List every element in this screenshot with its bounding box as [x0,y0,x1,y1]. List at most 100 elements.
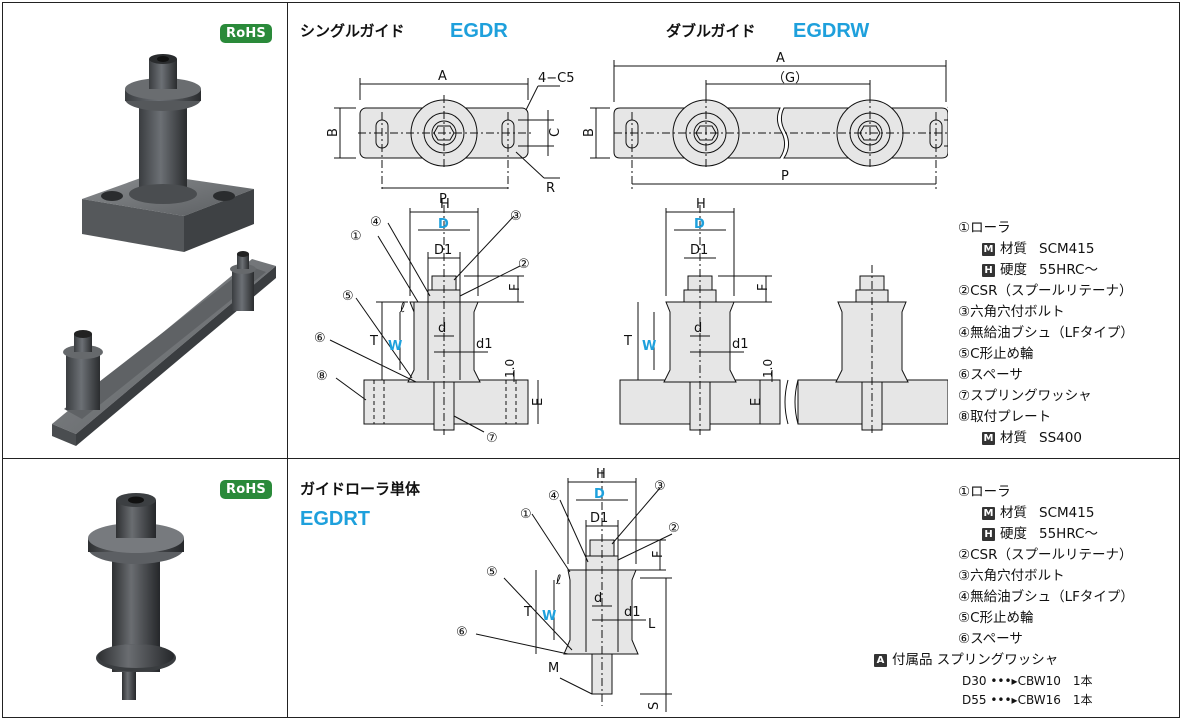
callout-3-bottom: ③ [654,479,666,494]
hardness-icon: H [982,264,995,277]
spec-item-2: ②CSR（スプールリテーナ） [958,547,1133,563]
spec-item-1: ①ローラ [958,484,1011,500]
spec-hardness-row: H 硬度 55HRC～ [958,524,1134,545]
dim-1-double: 1.0 [761,359,775,378]
dim-1-single: 1.0 [503,359,517,378]
accessory-row: A 付属品 スプリングワッシャ [874,650,1058,671]
hardness-label: 硬度 [1000,526,1027,542]
hardness-value: 55HRC～ [1039,526,1098,542]
accessory-row-d55: D55 •••▸CBW16 1本 [962,693,1093,707]
rohs-badge-top: RoHS [220,24,272,43]
spec-item-7: ⑦スプリングワッシャ [958,388,1092,404]
hardness-icon: H [982,528,995,541]
chamfer-single: 4−C5 [538,71,575,86]
photo-single-double [4,4,286,456]
title-single-guide: シングルガイド [300,22,405,40]
accessory-rows: D30 •••▸CBW10 1本 D55 •••▸CBW16 1本 [962,672,1093,710]
callout-2-bottom: ② [668,521,680,536]
spec-item-6: ⑥スペーサ [958,367,1023,383]
hardness-label: 硬度 [1000,262,1027,278]
spec-item-5: ⑤C形止め輪 [958,610,1034,626]
dim-W-single: W [388,339,402,354]
callout-4-bottom: ④ [548,489,560,504]
accessory-label: 付属品 [892,652,933,668]
callout-6-top: ⑥ [314,331,326,346]
dim-H-roller: H [596,467,606,482]
dim-C-single: C [548,128,563,137]
dim-W-double: W [642,339,656,354]
double-section-view [619,205,948,435]
callout-1-top: ① [350,229,362,244]
title-guide-roller: ガイドローラ単体 [300,480,421,498]
accessory-icon: A [874,654,887,667]
spec-item-3: ③六角穴付ボルト [958,568,1065,584]
dim-d1-single: d1 [476,337,493,352]
dim-d1-roller: d1 [624,605,641,620]
material-value: SCM415 [1039,241,1095,257]
callout-1-bottom: ① [520,507,532,522]
material-value: SS400 [1039,430,1082,446]
dim-A-single: A [438,69,447,84]
callout-6-bottom: ⑥ [456,625,468,640]
dim-A-double: A [776,51,785,66]
single-section-view [329,205,539,435]
spec-item-4: ④無給油ブシュ（LFタイプ） [958,589,1134,605]
spec-item-8: ⑧取付プレート [958,409,1052,425]
material-icon: M [982,432,995,445]
dim-D1-roller: D1 [590,511,608,526]
product-photo-roller [88,493,184,700]
dim-H-double: H [696,197,706,212]
dim-l-roller: ℓ [555,573,561,588]
dim-H-single: H [440,197,450,212]
accessory-block: A 付属品 スプリングワッシャ [874,650,1058,671]
code-single-guide: EGDR [450,20,508,42]
callout-5-bottom: ⑤ [486,565,498,580]
dim-D-double: D [694,217,705,232]
material-value: SCM415 [1039,505,1095,521]
column-divider [287,2,288,718]
dim-d-roller: d [594,591,602,606]
material-label: 材質 [1000,505,1027,521]
callout-7-top: ⑦ [486,431,498,446]
material-label: 材質 [1000,241,1027,257]
material-label: 材質 [1000,430,1027,446]
dim-d-double: d [694,321,702,336]
dim-D1-double: D1 [690,243,708,258]
photo-roller [4,460,286,716]
dim-T-roller: T [523,605,532,620]
spec-item-4: ④無給油ブシュ（LFタイプ） [958,325,1134,341]
accessory-value: スプリングワッシャ [936,652,1059,668]
material-icon: M [982,507,995,520]
double-plan-view [590,60,948,190]
spec-material-row: M 材質 SCM415 [958,239,1134,260]
dim-G-double: （G） [772,71,808,86]
dim-D1-single: D1 [434,243,452,258]
drawing-top: A P B C 4−C5 R A （G） P B 4−C5 H D D1 d d… [314,51,948,446]
spec-plate-material-row: M 材質 SS400 [958,428,1134,449]
title-double-guide: ダブルガイド [666,22,756,40]
dim-L-roller: L [648,617,656,632]
product-photo-guides [52,54,276,446]
dim-D-single: D [438,217,449,232]
spec-item-3: ③六角穴付ボルト [958,304,1065,320]
spec-material-row: M 材質 SCM415 [958,503,1134,524]
dim-M-roller: M [548,661,559,676]
dim-B-single: B [326,128,341,137]
single-plan-view [334,78,560,192]
dim-E-single: E [531,398,546,406]
dim-W-roller: W [542,609,556,624]
material-icon: M [982,243,995,256]
dim-d-single: d [438,321,446,336]
drawing-bottom: H D D1 d d1 T W ℓ F L M S ④ ① ③ ② ⑤ ⑥ [456,467,680,712]
callout-8-top: ⑧ [316,369,328,384]
row-divider [2,458,1180,459]
dim-T-double: T [623,334,632,349]
dim-F-double: F [756,284,771,291]
dim-d1-double: d1 [732,337,749,352]
callout-4-top: ④ [370,215,382,230]
spec-item-5: ⑤C形止め輪 [958,346,1034,362]
